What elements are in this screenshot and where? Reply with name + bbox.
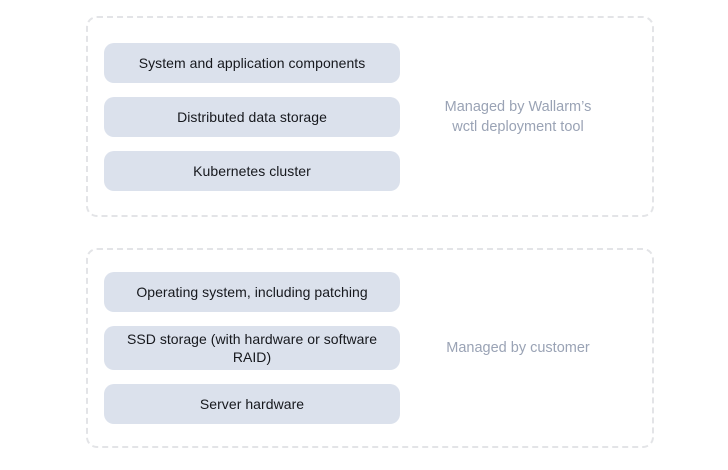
layer-pill-operating-system-including-patching: Operating system, including patching [104, 272, 400, 312]
layer-stack-customer: Operating system, including patching SSD… [88, 272, 402, 424]
caption-column-customer: Managed by customer [402, 338, 652, 358]
layer-pill-kubernetes-cluster: Kubernetes cluster [104, 150, 400, 191]
layer-pill-system-and-application-components: System and application components [104, 42, 400, 83]
layer-pill-server-hardware: Server hardware [104, 384, 400, 424]
group-caption-wallarm: Managed by Wallarm’s wctl deployment too… [444, 98, 592, 135]
layer-stack-wallarm: System and application components Distri… [88, 42, 402, 191]
group-inner: System and application components Distri… [88, 18, 652, 215]
group-inner: Operating system, including patching SSD… [88, 250, 652, 446]
responsibility-group-customer: Operating system, including patching SSD… [86, 248, 654, 448]
layer-pill-ssd-storage: SSD storage (with hardware or software R… [104, 326, 400, 370]
layer-pill-distributed-data-storage: Distributed data storage [104, 96, 400, 137]
group-caption-customer: Managed by customer [446, 340, 590, 356]
caption-column-wallarm: Managed by Wallarm’s wctl deployment too… [402, 97, 652, 137]
responsibility-group-wallarm: System and application components Distri… [86, 16, 654, 217]
